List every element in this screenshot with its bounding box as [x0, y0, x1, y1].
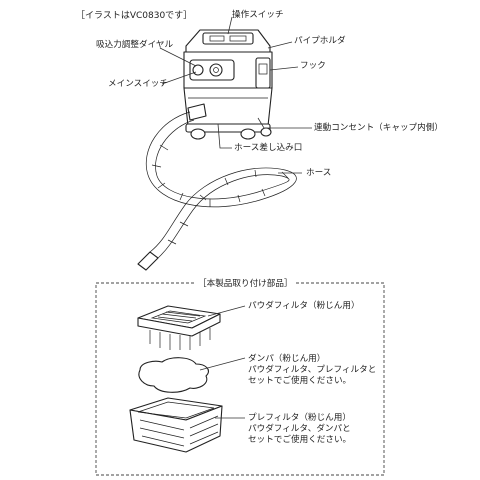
accessories-title: ［本製品取り付け部品］ [196, 277, 295, 289]
suction-dial-label: 吸込力調整ダイヤル [96, 40, 174, 50]
hose-illustration [137, 103, 297, 271]
leader-lines [159, 16, 312, 174]
pre-filter-label: プレフィルタ（粉じん用） パウダフィルタ、ダンパと セットでご使用ください。 [248, 413, 352, 445]
powder-filter-illustration [137, 305, 221, 350]
damper-label: ダンパ（粉じん用） パウダフィルタ、プレフィルタと セットでご使用ください。 [248, 354, 377, 386]
accessory-leader-lines [199, 305, 246, 419]
main-switch-label: メインスイッチ [108, 79, 168, 89]
operation-switch-label: 操作スイッチ [232, 10, 284, 20]
hose-inlet-label: ホース差し込み口 [234, 143, 303, 153]
damper-illustration [138, 357, 209, 393]
outlet-label: 連動コンセント（キャップ内側） [314, 123, 443, 133]
vacuum-cleaner-illustration [183, 29, 273, 140]
pre-filter-illustration [129, 397, 223, 453]
illustration-note: ［イラストはVC0830です］ [76, 11, 193, 21]
pipe-holder-label: パイプホルダ [294, 36, 346, 46]
hook-label: フック [300, 61, 326, 71]
hose-label: ホース [306, 168, 332, 178]
powder-filter-label: パウダフィルタ（粉じん用） [248, 301, 360, 311]
